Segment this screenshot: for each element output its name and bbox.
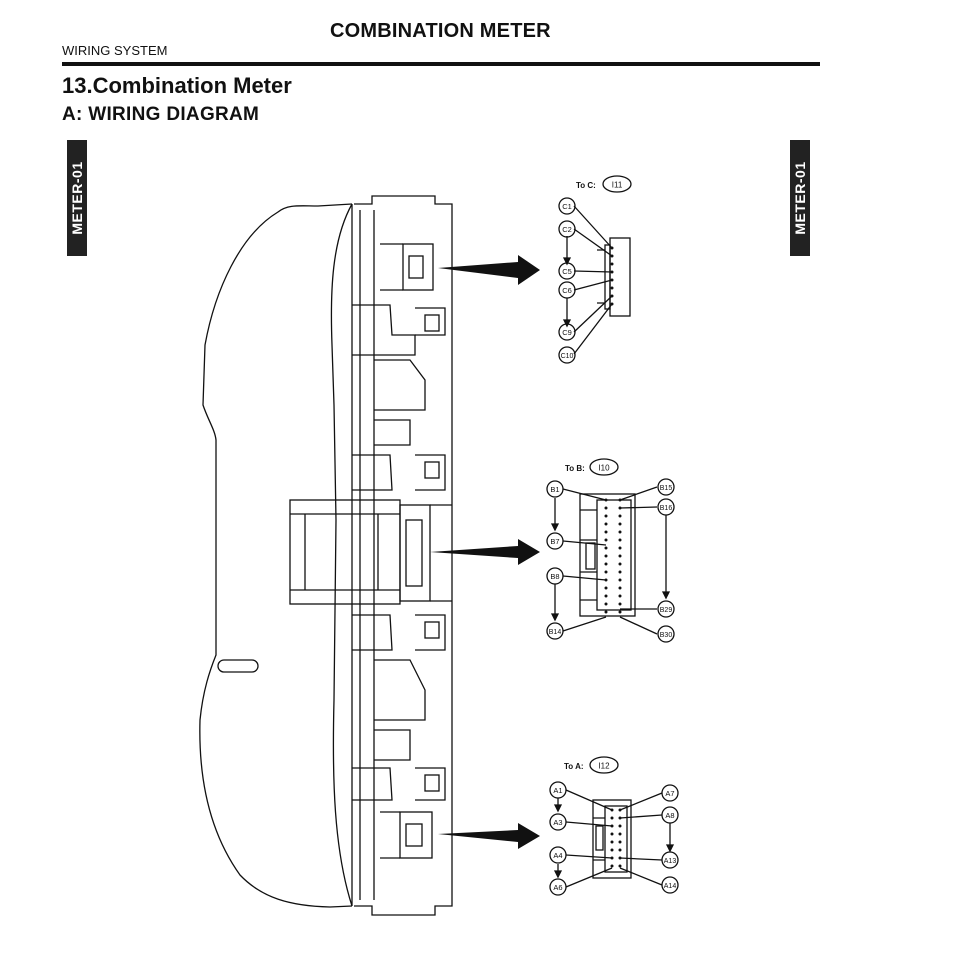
terminal-dot [604, 586, 608, 590]
pin-a4: A4 [553, 851, 562, 860]
pin-b8: B8 [550, 572, 559, 581]
connector-a-group: To A: I12 A1 A3 [549, 756, 679, 896]
arrow-to-i10 [430, 539, 540, 565]
side-tab-left: METER-01 [67, 140, 87, 256]
terminal-dot [618, 578, 622, 582]
pin-c5: C5 [562, 267, 572, 276]
connector-b-to-label: To B: [565, 464, 585, 473]
connector-c-to-label: To C: [576, 181, 596, 190]
page-subheading: A: WIRING DIAGRAM [62, 104, 260, 125]
terminal-dot [618, 530, 622, 534]
pin-b16: B16 [660, 505, 673, 512]
pin-c9: C9 [562, 328, 572, 337]
terminal-dot [618, 586, 622, 590]
terminal-dot [618, 602, 622, 606]
connector-c-group: To C: I11 C1 C2 C5 C6 C9 C10 [558, 175, 632, 364]
terminal-dot [618, 554, 622, 558]
header-rule [62, 62, 820, 66]
connector-c-pins: C1 C2 C5 C6 C9 C10 [558, 197, 576, 364]
terminal-dot [604, 562, 608, 566]
connector-a-to-label: To A: [564, 762, 584, 771]
pin-a7: A7 [665, 789, 674, 798]
pin-c1: C1 [562, 202, 572, 211]
terminal-dot [618, 514, 622, 518]
connector-b-pins: B1 B7 B8 B14 B15 B16 B29 B30 [546, 478, 675, 643]
pin-a1: A1 [553, 786, 562, 795]
terminal-dot [604, 506, 608, 510]
terminal-dot [604, 594, 608, 598]
pin-c6: C6 [562, 286, 572, 295]
pin-b7: B7 [550, 537, 559, 546]
connector-a-code: I12 [598, 762, 610, 771]
connector-a-pins: A1 A3 A4 A6 A7 A8 A13 A14 [549, 781, 679, 896]
pin-a8: A8 [665, 811, 674, 820]
terminal-dot [604, 554, 608, 558]
pin-b14: B14 [549, 629, 562, 636]
pin-a13: A13 [664, 858, 677, 865]
pin-b29: B29 [660, 607, 673, 614]
terminal-dot [618, 538, 622, 542]
terminal-dot [604, 546, 608, 550]
terminal-dot [618, 546, 622, 550]
terminal-dot [604, 514, 608, 518]
page-heading: 13.Combination Meter [62, 73, 292, 98]
side-tab-right: METER-01 [790, 140, 810, 256]
section-label: WIRING SYSTEM [62, 43, 168, 58]
connector-b-code: I10 [598, 464, 610, 473]
meter-housing [199, 195, 453, 916]
pin-c2: C2 [562, 225, 572, 234]
terminal-dot [618, 610, 622, 614]
terminal-dot [604, 602, 608, 606]
pin-a3: A3 [553, 818, 562, 827]
terminal-dot [604, 610, 608, 614]
pointer-arrows [430, 255, 540, 849]
terminal-dot [604, 530, 608, 534]
pin-b30: B30 [660, 632, 673, 639]
pin-b1: B1 [550, 485, 559, 494]
terminal-dot [604, 538, 608, 542]
arrow-to-i11 [438, 255, 540, 285]
document-title: COMBINATION METER [330, 20, 551, 42]
pin-a14: A14 [664, 883, 677, 890]
pin-b15: B15 [660, 485, 673, 492]
connector-c-code: I11 [612, 181, 623, 190]
pin-a6: A6 [553, 883, 562, 892]
connector-b-group: To B: I10 B1 B7 B8 B14 B15 B16 B29 [546, 458, 675, 643]
terminal-dot [618, 570, 622, 574]
terminal-dot [618, 594, 622, 598]
terminal-dot [604, 570, 608, 574]
pin-c10: C10 [561, 353, 574, 360]
terminal-dot [604, 522, 608, 526]
terminal-dot [618, 562, 622, 566]
terminal-dot [618, 522, 622, 526]
arrow-to-i12 [438, 823, 540, 849]
